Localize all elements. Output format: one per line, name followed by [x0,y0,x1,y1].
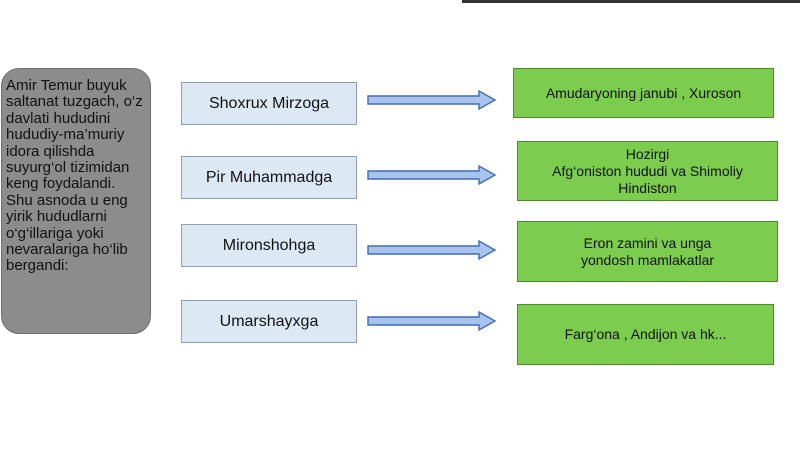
arrow-right-icon [367,165,497,185]
name-label: Shoxrux Mirzoga [208,94,330,112]
name-box-umarshayx: Umarshayxga [181,300,357,343]
intro-text-box: Amir Temur buyuk saltanat tuzgach, o‘z d… [1,68,151,334]
name-box-pir-muhammad: Pir Muhammadga [181,156,357,199]
region-label: Farg‘ona , Andijon va hk... [564,326,727,342]
region-label: Hozirgi Afg‘oniston hududi va Shimoliy H… [552,145,743,196]
arrow-right-icon [367,311,497,331]
name-label: Pir Muhammadga [205,168,333,186]
name-box-shoxrux: Shoxrux Mirzoga [181,82,357,125]
region-box-umarshayx: Farg‘ona , Andijon va hk... [517,304,774,365]
name-label: Mironshohga [222,236,316,254]
region-box-mironshoh: Eron zamini va unga yondosh mamlakatlar [517,221,778,282]
top-divider-line [462,0,800,3]
region-box-pir-muhammad: Hozirgi Afg‘oniston hududi va Shimoliy H… [517,141,778,201]
region-box-shoxrux: Amudaryoning janubi , Xuroson [513,68,774,118]
intro-text: Amir Temur buyuk saltanat tuzgach, o‘z d… [6,77,143,275]
region-label: Eron zamini va unga yondosh mamlakatlar [580,234,715,268]
arrow-right-icon [367,240,497,260]
name-label: Umarshayxga [219,312,319,330]
arrow-right-icon [367,90,497,110]
name-box-mironshoh: Mironshohga [181,224,357,267]
region-label: Amudaryoning janubi , Xuroson [545,84,742,101]
